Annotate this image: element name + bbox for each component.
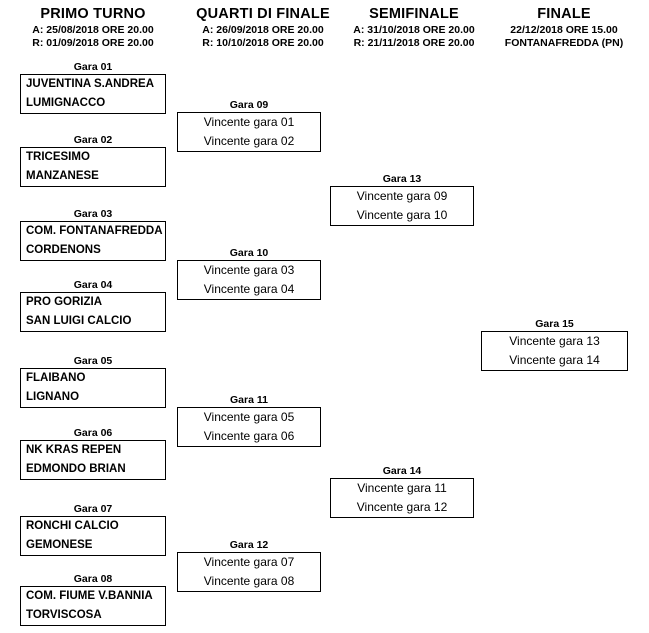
match-label: Gara 03	[73, 208, 113, 220]
round-header-quarti-di-finale: QUARTI DI FINALE A: 26/09/2018 ORE 20.00…	[178, 5, 348, 51]
round-date-ritorno: R: 10/10/2018 ORE 20.00	[202, 37, 324, 50]
match-box: NK KRAS REPEN EDMONDO BRIAN	[20, 440, 166, 480]
match-box: Vincente gara 13 Vincente gara 14	[481, 331, 628, 371]
team-slot-away: LUMIGNACCO	[26, 97, 106, 109]
match-box: RONCHI CALCIO GEMONESE	[20, 516, 166, 556]
match-gara-08: Gara 08 COM. FIUME V.BANNIA TORVISCOSA	[20, 573, 166, 626]
team-slot-away: Vincente gara 06	[203, 429, 295, 443]
team-slot-away: GEMONESE	[26, 539, 93, 551]
team-slot-home: COM. FONTANAFREDDA	[26, 225, 163, 237]
team-slot-home: RONCHI CALCIO	[26, 520, 119, 532]
team-slot-home: Vincente gara 11	[357, 481, 447, 495]
match-label: Gara 04	[73, 279, 113, 291]
match-box: Vincente gara 05 Vincente gara 06	[177, 407, 321, 447]
match-box: PRO GORIZIA SAN LUIGI CALCIO	[20, 292, 166, 332]
team-slot-away: LIGNANO	[26, 391, 80, 403]
match-label: Gara 09	[229, 99, 269, 111]
match-box: JUVENTINA S.ANDREA LUMIGNACCO	[20, 74, 166, 114]
match-label: Gara 11	[230, 394, 268, 406]
round-date-ritorno: R: 01/09/2018 ORE 20.00	[32, 37, 154, 50]
team-slot-home: Vincente gara 05	[203, 410, 295, 424]
round-header-finale: FINALE 22/12/2018 ORE 15.00 FONTANAFREDD…	[479, 5, 649, 51]
match-box: Vincente gara 01 Vincente gara 02	[177, 112, 321, 152]
match-gara-07: Gara 07 RONCHI CALCIO GEMONESE	[20, 503, 166, 556]
match-box: COM. FIUME V.BANNIA TORVISCOSA	[20, 586, 166, 626]
match-gara-13: Gara 13 Vincente gara 09 Vincente gara 1…	[330, 173, 474, 226]
round-title: QUARTI DI FINALE	[196, 6, 330, 22]
team-slot-home: NK KRAS REPEN	[26, 444, 122, 456]
team-slot-home: FLAIBANO	[26, 372, 86, 384]
match-box: COM. FONTANAFREDDA CORDENONS	[20, 221, 166, 261]
round-date-finale: 22/12/2018 ORE 15.00	[510, 23, 618, 36]
team-slot-home: JUVENTINA S.ANDREA	[26, 78, 155, 90]
match-box: Vincente gara 07 Vincente gara 08	[177, 552, 321, 592]
match-gara-05: Gara 05 FLAIBANO LIGNANO	[20, 355, 166, 408]
team-slot-home: Vincente gara 13	[509, 334, 600, 348]
team-slot-home: TRICESIMO	[26, 151, 90, 163]
match-label: Gara 15	[535, 318, 574, 330]
match-gara-09: Gara 09 Vincente gara 01 Vincente gara 0…	[177, 99, 321, 152]
round-date-andata: A: 25/08/2018 ORE 20.00	[32, 23, 154, 36]
team-slot-away: CORDENONS	[26, 244, 101, 256]
match-gara-06: Gara 06 NK KRAS REPEN EDMONDO BRIAN	[20, 427, 166, 480]
match-gara-01: Gara 01 JUVENTINA S.ANDREA LUMIGNACCO	[20, 61, 166, 114]
match-label: Gara 14	[382, 465, 422, 477]
match-gara-11: Gara 11 Vincente gara 05 Vincente gara 0…	[177, 394, 321, 447]
match-gara-02: Gara 02 TRICESIMO MANZANESE	[20, 134, 166, 187]
team-slot-away: MANZANESE	[26, 170, 99, 182]
team-slot-away: Vincente gara 02	[203, 134, 295, 148]
team-slot-away: EDMONDO BRIAN	[26, 463, 126, 475]
match-box: Vincente gara 09 Vincente gara 10	[330, 186, 474, 226]
match-gara-03: Gara 03 COM. FONTANAFREDDA CORDENONS	[20, 208, 166, 261]
match-gara-04: Gara 04 PRO GORIZIA SAN LUIGI CALCIO	[20, 279, 166, 332]
team-slot-away: Vincente gara 08	[203, 574, 295, 588]
team-slot-away: Vincente gara 10	[356, 208, 448, 222]
team-slot-away: Vincente gara 14	[509, 353, 600, 367]
match-box: FLAIBANO LIGNANO	[20, 368, 166, 408]
match-box: Vincente gara 03 Vincente gara 04	[177, 260, 321, 300]
match-label: Gara 13	[382, 173, 422, 185]
team-slot-away: TORVISCOSA	[26, 609, 102, 621]
round-header-primo-turno: PRIMO TURNO A: 25/08/2018 ORE 20.00 R: 0…	[8, 5, 178, 51]
match-label: Gara 08	[73, 573, 113, 585]
match-label: Gara 07	[73, 503, 113, 515]
match-box: TRICESIMO MANZANESE	[20, 147, 166, 187]
match-gara-14: Gara 14 Vincente gara 11 Vincente gara 1…	[330, 465, 474, 518]
match-label: Gara 10	[229, 247, 269, 259]
team-slot-away: Vincente gara 12	[356, 500, 448, 514]
round-title: PRIMO TURNO	[40, 6, 146, 22]
match-gara-10: Gara 10 Vincente gara 03 Vincente gara 0…	[177, 247, 321, 300]
match-box: Vincente gara 11 Vincente gara 12	[330, 478, 474, 518]
match-gara-12: Gara 12 Vincente gara 07 Vincente gara 0…	[177, 539, 321, 592]
round-date-andata: A: 31/10/2018 ORE 20.00	[353, 23, 475, 36]
round-venue-finale: FONTANAFREDDA (PN)	[504, 37, 624, 50]
team-slot-home: Vincente gara 03	[203, 263, 295, 277]
team-slot-home: Vincente gara 09	[356, 189, 448, 203]
round-title: SEMIFINALE	[369, 6, 459, 22]
match-label: Gara 12	[229, 539, 269, 551]
match-label: Gara 02	[73, 134, 113, 146]
team-slot-away: SAN LUIGI CALCIO	[26, 315, 132, 327]
team-slot-away: Vincente gara 04	[203, 282, 295, 296]
match-gara-15: Gara 15 Vincente gara 13 Vincente gara 1…	[481, 318, 628, 371]
team-slot-home: COM. FIUME V.BANNIA	[26, 590, 153, 602]
team-slot-home: Vincente gara 01	[203, 115, 295, 129]
team-slot-home: PRO GORIZIA	[26, 296, 103, 308]
round-date-andata: A: 26/09/2018 ORE 20.00	[202, 23, 324, 36]
round-header-semifinale: SEMIFINALE A: 31/10/2018 ORE 20.00 R: 21…	[329, 5, 499, 51]
match-label: Gara 06	[73, 427, 113, 439]
team-slot-home: Vincente gara 07	[203, 555, 295, 569]
match-label: Gara 01	[73, 61, 113, 73]
round-date-ritorno: R: 21/11/2018 ORE 20.00	[353, 37, 475, 50]
match-label: Gara 05	[73, 355, 113, 367]
round-title: FINALE	[537, 6, 591, 22]
